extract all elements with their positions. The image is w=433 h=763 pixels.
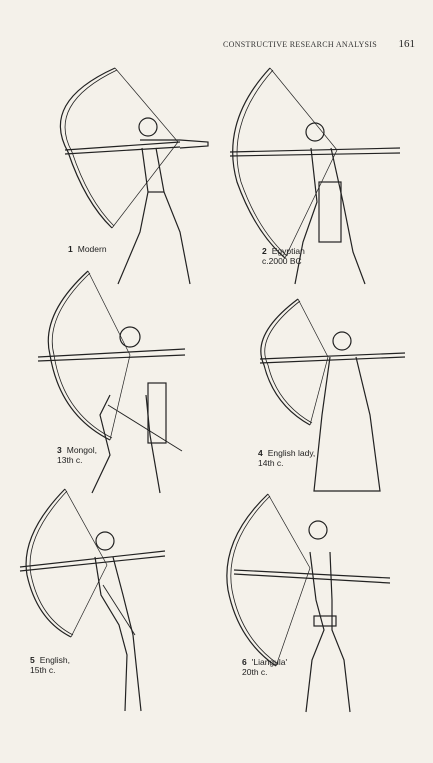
caption-text-line-2: 20th c. (242, 667, 287, 677)
figure-4-english-lady-archer (230, 295, 430, 505)
page-header: CONSTRUCTIVE RESEARCH ANALYSIS 161 (0, 38, 433, 54)
archer-illustration-6 (220, 490, 420, 720)
caption-1: 1 Modern (68, 244, 107, 254)
caption-text: Egyptian (272, 246, 305, 256)
caption-number: 2 (262, 246, 267, 256)
caption-text: 'Liangula' (252, 657, 287, 667)
caption-number: 4 (258, 448, 263, 458)
archer-illustration-2 (225, 62, 425, 292)
caption-text-line-2: 13th c. (57, 455, 97, 465)
archer-illustration-1 (30, 62, 230, 292)
archer-illustration-5 (15, 485, 215, 720)
figure-6-liangula-archer (220, 490, 420, 720)
caption-text-line-2: 15th c. (30, 665, 70, 675)
caption-5: 5 English, 15th c. (30, 655, 70, 675)
figure-1-modern-archer (30, 62, 230, 292)
figure-3-mongol-archer (30, 265, 230, 505)
caption-6: 6 'Liangula' 20th c. (242, 657, 287, 677)
figure-5-english-archer (15, 485, 215, 720)
caption-3: 3 Mongol, 13th c. (57, 445, 97, 465)
caption-number: 3 (57, 445, 62, 455)
caption-text: English lady, (268, 448, 316, 458)
caption-4: 4 English lady, 14th c. (258, 448, 315, 468)
caption-number: 5 (30, 655, 35, 665)
caption-text: Modern (78, 244, 107, 254)
figure-2-egyptian-archer (225, 62, 425, 292)
caption-text-line-2: c.2000 BC (262, 256, 305, 266)
caption-2: 2 Egyptian c.2000 BC (262, 246, 305, 266)
archer-illustration-3 (30, 265, 230, 505)
caption-text-line-2: 14th c. (258, 458, 315, 468)
archer-illustration-4 (230, 295, 430, 505)
caption-number: 1 (68, 244, 73, 254)
caption-number: 6 (242, 657, 247, 667)
page-number: 161 (399, 38, 416, 50)
caption-text: English, (40, 655, 70, 665)
caption-text: Mongol, (67, 445, 97, 455)
running-head: CONSTRUCTIVE RESEARCH ANALYSIS (223, 40, 377, 49)
